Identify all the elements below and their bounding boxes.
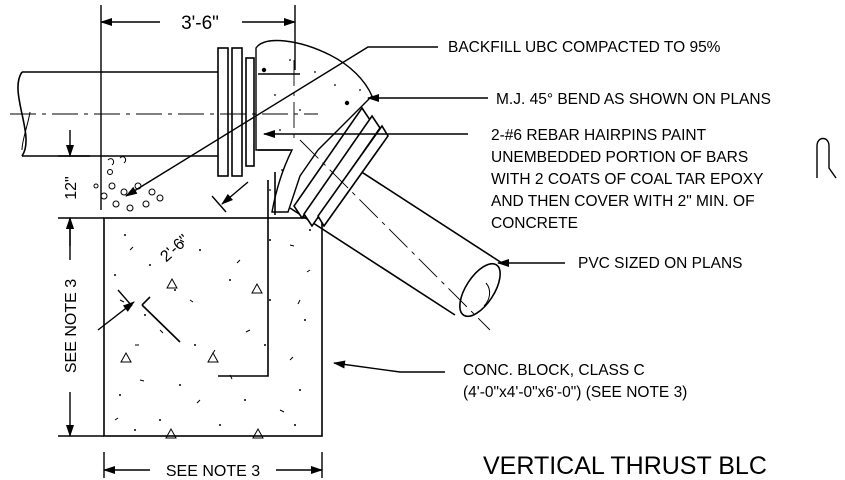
angled-flanges xyxy=(293,106,389,228)
callout-rebar-line2: UNEMBEDDED PORTION OF BARS xyxy=(491,149,748,166)
callout-rebar-line3: WITH 2 COATS OF COAL TAR EPOXY xyxy=(491,171,763,188)
dimension-rebar-label: 2'-6" xyxy=(157,232,192,266)
callout-bend: M.J. 45° BEND AS SHOWN ON PLANS xyxy=(496,91,771,108)
gravel-bedding xyxy=(93,156,164,212)
dimension-block-height xyxy=(58,217,104,437)
dimension-rebar xyxy=(97,181,249,331)
centerlines xyxy=(10,60,491,331)
callout-block-line2: (4'-0"x4'-0"x6'-0") (SEE NOTE 3) xyxy=(463,384,687,401)
callout-pvc: PVC SIZED ON PLANS xyxy=(578,255,743,272)
dimension-block-width xyxy=(103,452,323,478)
callout-rebar-line4: AND THEN COVER WITH 2" MIN. OF xyxy=(491,193,755,210)
angled-pipe xyxy=(258,73,506,318)
leader-lines xyxy=(125,46,565,373)
dimension-block-width-label: SEE NOTE 3 xyxy=(166,463,260,480)
callout-rebar-line1: 2-#6 REBAR HAIRPINS PAINT xyxy=(491,127,707,144)
drawing-title: VERTICAL THRUST BLC xyxy=(483,452,767,480)
callout-rebar-line5: CONCRETE xyxy=(491,215,578,232)
dimension-12in-label: 12" xyxy=(63,176,80,199)
concrete-block xyxy=(103,217,323,439)
hairpin-symbol xyxy=(816,137,837,179)
pipe-flanges xyxy=(217,47,255,177)
callout-backfill: BACKFILL UBC COMPACTED TO 95% xyxy=(448,39,721,56)
dimension-block-height-label: SEE NOTE 3 xyxy=(63,279,80,373)
backfill-mass xyxy=(255,39,373,213)
callout-block-line1: CONC. BLOCK, CLASS C xyxy=(463,362,645,379)
rebar-hairpin xyxy=(141,172,276,377)
dimension-top-label: 3'-6" xyxy=(181,13,219,34)
dimension-top xyxy=(100,5,296,210)
